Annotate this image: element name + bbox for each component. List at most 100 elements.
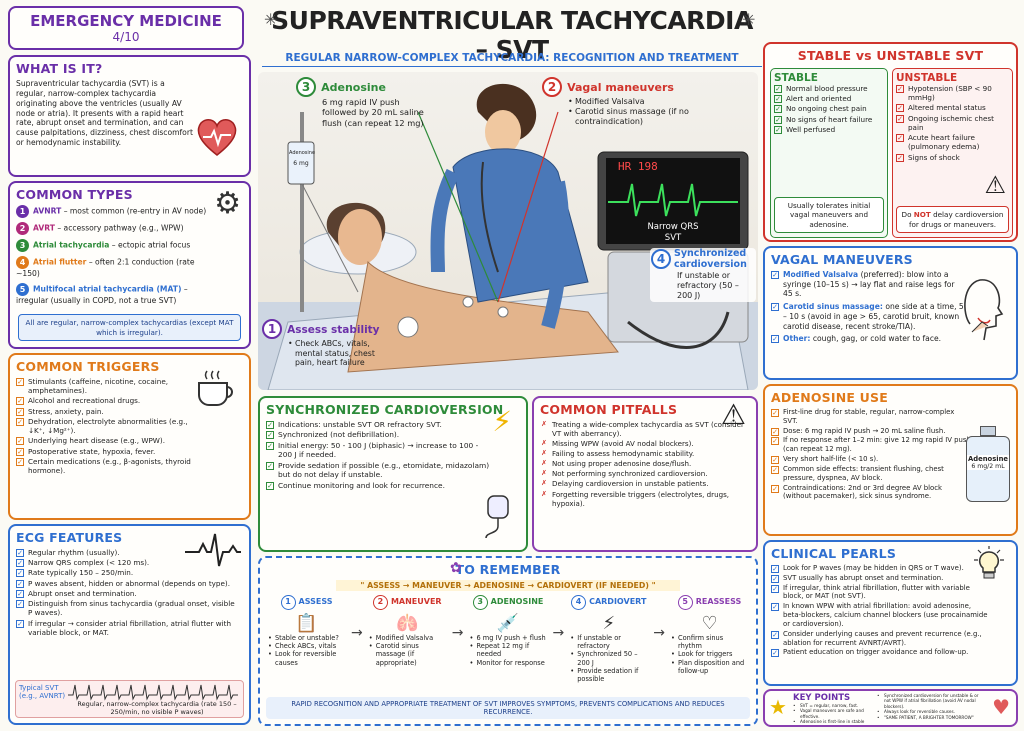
syringe-label-1: Adenosine [289,150,316,156]
list-item-text: First-line drug for stable, regular, nar… [783,408,955,425]
list-item-text: Stress, anxiety, pain. [28,406,104,416]
remember-step-icon: ♡ [701,613,718,634]
ecg-list: ✓Regular rhythm (usually).✓Narrow QRS co… [16,548,238,637]
scene-illustration: HR 198 Narrow QRS SVT Adenosine 6 mg 3 A… [258,72,758,390]
cross-icon: ✗ [541,439,547,448]
checkbox-icon: ✓ [16,569,24,578]
lightbulb-icon [972,546,1006,586]
remember-step-number: 3 [472,595,488,610]
list-item: Vagal maneuvers are safe and effective. [793,708,873,719]
list-item: ✓Altered mental status [896,103,1009,113]
checkbox-icon: ✓ [16,457,24,466]
ecg-wave-icon [185,532,241,572]
type-number: 4 [16,256,29,269]
adeno-list: ✓ First-line drug for stable, regular, na… [771,408,971,501]
vial-label-2: 6 mg/2 mL [967,463,1009,470]
list-item: Adenosine is first-line in stable patien… [793,719,873,725]
list-item-text: Hypotension (SBP < 90 mmHg) [908,84,992,103]
checkbox-icon: ✓ [771,465,779,474]
list-item: Repeat 12 mg if needed [470,642,547,658]
heart-small-icon: ♥ [992,695,1010,719]
vagal-item-text: cough, gag, or cold water to face. [810,334,942,344]
checkbox-icon: ✓ [16,549,24,557]
checkbox-icon: ✓ [896,114,904,123]
remember-step-number: 5 [677,595,693,610]
vagal-item-bold: Modified Valsalva [783,270,859,279]
lightning-icon: ⚡ [492,405,512,438]
type-name: Multifocal atrial tachycardia (MAT) [33,284,182,294]
sync-callout-title: Synchronized cardioversion [674,248,747,270]
pitfalls-panel: COMMON PITFALLS ⚠ ✗Treating a wide-compl… [532,396,758,552]
checkbox-icon: ✓ [16,407,24,416]
list-item: ✓Alert and oriented [774,94,884,104]
list-item: ✓ Common side effects: transient flushing… [771,465,971,483]
list-item-text: SVT usually has abrupt onset and termina… [783,573,944,582]
what-is-it-title: WHAT IS IT? [16,61,103,76]
cardioversion-panel: SYNCHRONIZED CARDIOVERSION ⚡ ✓Indication… [258,396,528,552]
list-item-text: Certain medications (e.g., β-agonists, t… [28,456,191,475]
list-item: ✓Hypotension (SBP < 90 mmHg) [896,84,1009,102]
list-item-text: Common side effects: transient flushing,… [783,464,944,482]
type-number: 1 [16,205,29,218]
type-name: AVNRT [33,206,62,216]
list-item: Carotid sinus massage (if appropriate) [369,642,446,667]
page-subtitle: REGULAR NARROW-COMPLEX TACHYCARDIA: RECO… [262,52,762,67]
ecg-strip-label: Typical SVT (e.g., AVNRT) [19,684,66,701]
remember-step-list: Modified ValsalvaCarotid sinus massage (… [369,634,446,667]
remember-footer: RAPID RECOGNITION AND APPROPRIATE TREATM… [266,697,750,719]
badge-title: EMERGENCY MEDICINE [30,12,222,30]
list-item: ✓Dose: 6 mg rapid IV push → 20 mL saline… [771,427,971,436]
vagal-item-bold: Carotid sinus massage: [783,302,883,312]
common-triggers-panel: COMMON TRIGGERS ✓Stimulants (caffeine, n… [8,353,251,520]
type-number: 3 [16,239,29,252]
checkbox-icon: ✓ [774,115,782,124]
checkbox-icon: ✓ [771,584,779,593]
adenosine-callout: 3 Adenosine 6 mg rapid IV push followed … [296,76,426,128]
list-item: ✓Indications: unstable SVT OR refractory… [266,420,494,429]
checkbox-icon: ✓ [771,565,779,573]
list-item: ✗Missing WPW (avoid AV nodal blockers). [540,439,752,448]
list-item-text: Not using proper adenosine dose/flush. [552,459,692,469]
remember-step-list: Stable or unstable?Check ABCs, vitalsLoo… [268,634,345,667]
list-item: If unstable or refractory [570,634,647,650]
list-item: ✓Regular rhythm (usually). [16,548,238,557]
checkbox-icon: ✓ [771,574,779,583]
ecg-title: ECG FEATURES [16,530,123,545]
checkbox-icon: ✓ [16,397,24,406]
vagal-callout-list: Modified ValsalvaCarotid sinus massage (… [568,97,702,127]
list-item: Synchronized cardioversion for unstable … [877,693,985,709]
adenosine-vial: Adenosine 6 mg/2 mL [966,426,1010,506]
coffee-cup-icon [193,367,237,415]
list-item-text: Treating a wide-complex tachycardia as S… [552,420,744,439]
stable-unstable-title: STABLE vs UNSTABLE SVT [797,48,984,63]
warning-icon: ⚠ [984,171,1006,199]
checkbox-icon: ✓ [771,437,779,446]
list-item-text: Failing to assess hemodynamic stability. [552,449,695,459]
remember-step-list: 6 mg IV push + flushRepeat 12 mg if need… [470,634,547,667]
unstable-column: UNSTABLE ✓Hypotension (SBP < 90 mmHg)✓Al… [892,68,1013,238]
unstable-note-pre: Do [901,210,914,220]
step-4-number: 4 [651,249,671,269]
vial-label-1: Adenosine [967,455,1009,463]
stable-unstable-panel: STABLE vs UNSTABLE SVT STABLE ✓Normal bl… [763,42,1018,242]
list-item-text: Well perfused [786,124,836,134]
checkbox-icon: ✓ [266,461,274,470]
step-2-number: 2 [542,77,562,97]
arrow-icon: → [451,625,464,641]
list-item: ✓Stimulants (caffeine, nicotine, cocaine… [16,377,198,395]
list-item: Provide sedation if possible [570,667,647,683]
list-item: ✓Contraindications: 2nd or 3rd degree AV… [771,484,971,502]
pearls-title: CLINICAL PEARLS [771,546,897,561]
sparkle-icon: ✳ [264,10,278,29]
list-item: ✓Acute heart failure (pulmonary edema) [896,133,1009,151]
list-item: ✓Very short half-life (< 10 s). [771,455,971,465]
ecg-features-panel: ECG FEATURES ✓Regular rhythm (usually).✓… [8,524,251,725]
arrow-icon: → [552,625,565,641]
